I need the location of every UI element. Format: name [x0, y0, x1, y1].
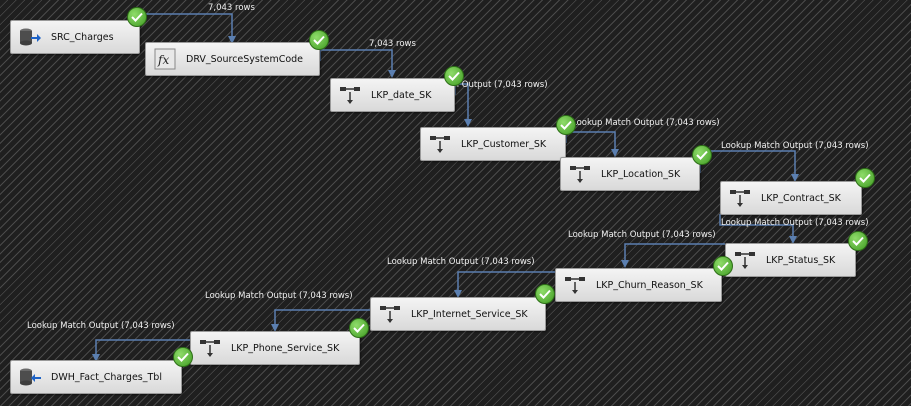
path-churn-to-internet	[454, 271, 555, 298]
path-label-src-drv[interactable]: 7,043 rows	[208, 3, 255, 13]
lookup-icon	[199, 337, 221, 359]
lookup-icon	[339, 84, 361, 106]
component-drv-sourcesystemcode[interactable]: fx DRV_SourceSystemCode	[145, 42, 320, 76]
component-label: LKP_Internet_Service_SK	[411, 308, 528, 320]
component-lkp-customer-sk[interactable]: LKP_Customer_SK	[420, 127, 566, 161]
path-label-contract-status[interactable]: Lookup Match Output (7,043 rows)	[721, 218, 869, 228]
component-label: DRV_SourceSystemCode	[186, 53, 304, 65]
component-label: DWH_Fact_Charges_Tbl	[51, 371, 162, 383]
component-label: SRC_Charges	[51, 31, 114, 43]
lookup-icon	[569, 163, 591, 185]
component-lkp-internet-service-sk[interactable]: LKP_Internet_Service_SK	[370, 297, 546, 331]
lookup-icon	[564, 274, 586, 296]
database-destination-icon	[19, 366, 41, 388]
component-label: LKP_Customer_SK	[461, 138, 547, 150]
component-src-charges[interactable]: SRC_Charges	[10, 20, 140, 54]
success-check-icon	[713, 256, 733, 276]
component-label: LKP_Phone_Service_SK	[231, 342, 340, 354]
success-check-icon	[848, 231, 868, 251]
component-dwh-fact-charges-tbl[interactable]: DWH_Fact_Charges_Tbl	[10, 360, 182, 394]
lookup-icon	[429, 133, 451, 155]
path-customer-to-location	[565, 131, 619, 157]
component-lkp-date-sk[interactable]: LKP_date_SK	[330, 78, 455, 112]
database-source-icon	[19, 26, 41, 48]
success-check-icon	[349, 318, 369, 338]
path-label-customer-location[interactable]: Lookup Match Output (7,043 rows)	[572, 118, 720, 128]
path-drv-to-date	[319, 49, 396, 78]
component-label: LKP_Location_SK	[601, 168, 681, 180]
path-internet-to-phone	[271, 309, 370, 332]
success-check-icon	[855, 168, 875, 188]
path-status-to-churn	[621, 243, 725, 268]
success-check-icon	[692, 145, 712, 165]
path-label-status-churn[interactable]: Lookup Match Output (7,043 rows)	[568, 230, 716, 240]
lookup-icon	[729, 187, 751, 209]
lookup-icon	[379, 303, 401, 325]
path-contract-to-status	[719, 214, 797, 244]
path-label-drv-date[interactable]: 7,043 rows	[369, 39, 416, 49]
path-label-phone-dwh[interactable]: Lookup Match Output (7,043 rows)	[27, 321, 175, 331]
success-check-icon	[556, 115, 576, 135]
component-lkp-churn-reason-sk[interactable]: LKP_Churn_Reason_SK	[555, 268, 722, 302]
component-label: LKP_Status_SK	[766, 254, 836, 266]
component-label: LKP_Contract_SK	[761, 192, 841, 204]
path-label-date-customer[interactable]: Lookup Match Output (7,043 rows)	[400, 80, 548, 90]
success-check-icon	[127, 7, 147, 27]
path-phone-to-dwh	[92, 339, 190, 362]
path-label-location-contract[interactable]: Lookup Match Output (7,043 rows)	[721, 141, 869, 151]
component-label: LKP_Churn_Reason_SK	[596, 279, 703, 291]
derived-column-fx-icon: fx	[154, 48, 176, 70]
path-date-to-customer	[454, 83, 472, 127]
component-label: LKP_date_SK	[371, 89, 432, 101]
success-check-icon	[173, 347, 193, 367]
svg-text:fx: fx	[157, 53, 169, 67]
path-label-internet-phone[interactable]: Lookup Match Output (7,043 rows)	[205, 291, 353, 301]
component-lkp-status-sk[interactable]: LKP_Status_SK	[725, 243, 856, 277]
component-lkp-location-sk[interactable]: LKP_Location_SK	[560, 157, 700, 191]
component-lkp-contract-sk[interactable]: LKP_Contract_SK	[720, 181, 862, 215]
path-label-churn-internet[interactable]: Lookup Match Output (7,043 rows)	[387, 257, 535, 267]
lookup-icon	[734, 249, 756, 271]
path-location-to-contract	[699, 150, 799, 182]
component-lkp-phone-service-sk[interactable]: LKP_Phone_Service_SK	[190, 331, 360, 365]
success-check-icon	[309, 30, 329, 50]
success-check-icon	[444, 66, 464, 86]
success-check-icon	[535, 284, 555, 304]
